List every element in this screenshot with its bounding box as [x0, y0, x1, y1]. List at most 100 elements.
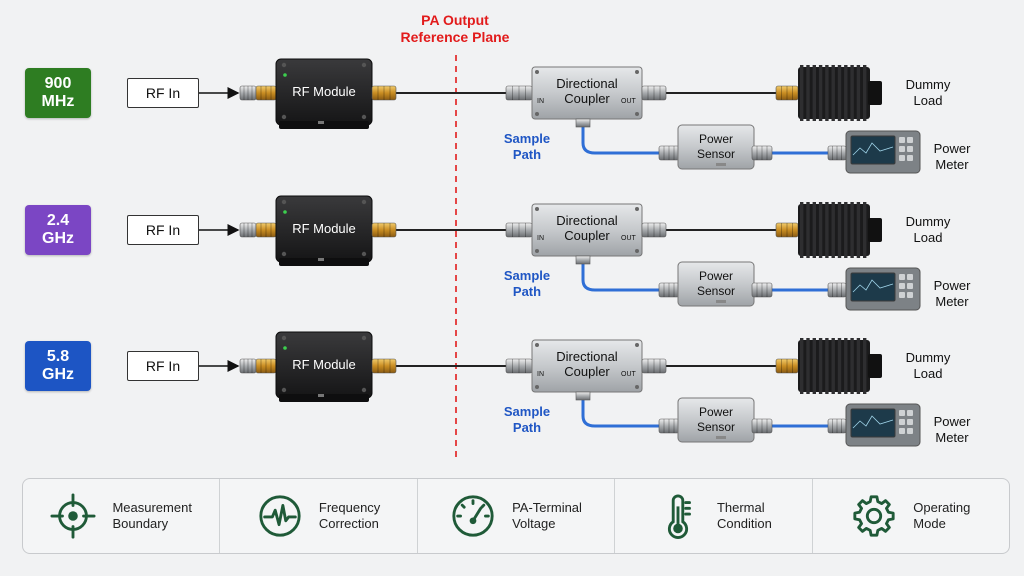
coupler-in-label: IN: [537, 235, 544, 243]
legend-label: Thermal Condition: [717, 500, 772, 532]
heatsink-fin: [863, 338, 867, 394]
coupler-in-text: IN: [537, 98, 544, 105]
rf-module-led: [283, 346, 287, 350]
rf-module-screw: [361, 62, 367, 68]
coupler-screw: [535, 112, 539, 116]
dummy-load-endcap: [868, 81, 882, 105]
coupler-output-connector: [641, 85, 667, 101]
dummy-load-line1: Dummy: [905, 350, 951, 365]
coupler-input-connector: [505, 222, 533, 238]
legend-label-line2: Boundary: [112, 516, 169, 531]
sample-cable: [581, 262, 659, 292]
coupler-screw: [635, 70, 639, 74]
heatsink-fin: [856, 65, 861, 121]
power-meter-button: [899, 419, 905, 425]
connector-body: [751, 145, 773, 161]
rf-module-input-connector: [239, 85, 257, 101]
heatsink-fin: [837, 202, 842, 258]
gauge-icon: [452, 495, 494, 537]
rf-module-vent: [318, 258, 324, 261]
coupler-label-line1: Directional: [556, 76, 618, 91]
sensor-input-connector: [658, 418, 680, 434]
legend-label-line1: Frequency: [318, 500, 381, 515]
measurement-row: [194, 195, 921, 311]
power-meter-button: [907, 410, 913, 416]
rf-in-box: RF In: [127, 78, 199, 108]
connector-body: [371, 358, 397, 374]
legend-label: Operating Mode: [913, 500, 970, 532]
rf-module-base: [279, 121, 369, 129]
coupler-input-connector: [505, 358, 533, 374]
sample-path-line2: Path: [512, 147, 542, 162]
dummy-load-connector: [775, 222, 799, 238]
rf-module-led: [283, 210, 287, 214]
power-meter-button: [899, 155, 905, 161]
power-meter-button: [899, 292, 905, 298]
coupler-label-line1: Directional: [556, 213, 618, 228]
heatsink-fin: [806, 338, 810, 394]
coupler-screw: [635, 112, 639, 116]
coupler-label-line2: Coupler: [564, 91, 610, 106]
legend-label-line1: Operating: [913, 500, 971, 515]
coupler-sample-port: [575, 391, 591, 401]
coupler-sample-port: [575, 255, 591, 265]
frequency-value: 5.8: [46, 348, 70, 365]
legend-label-line2: Voltage: [512, 516, 556, 531]
frequency-unit: GHz: [42, 366, 74, 383]
power-meter-line2: Meter: [935, 294, 969, 309]
coupler-in-label: IN: [537, 98, 544, 106]
heatsink-fin: [844, 202, 848, 258]
rf-module-base: [279, 258, 369, 266]
heatsink-fin: [812, 65, 816, 121]
frequency-value: 900: [44, 75, 72, 92]
rf-module-screw: [281, 251, 287, 257]
coupler-out-label: OUT: [621, 371, 636, 379]
heatsink-fin: [818, 65, 823, 121]
heatsink-fin: [850, 202, 854, 258]
rf-module-label: RF Module: [276, 84, 372, 99]
rf-module-output-connector: [371, 222, 397, 238]
heatsink-fin: [806, 65, 810, 121]
rf-module-screw: [361, 199, 367, 205]
power-meter-button: [899, 410, 905, 416]
heatsink-fin: [800, 338, 804, 394]
coupler-out-label: OUT: [621, 235, 636, 243]
connector-body: [641, 222, 667, 238]
legend-item-pa-terminal-voltage: PA-Terminal Voltage: [418, 479, 616, 553]
heatsink-fin: [850, 65, 854, 121]
heatsink-fin: [800, 65, 804, 121]
rf-module-output-connector: [371, 85, 397, 101]
legend-label: Measurement Boundary: [112, 500, 191, 532]
power-meter-line1: Power: [933, 141, 971, 156]
power-meter-button: [907, 137, 913, 143]
legend-label: PA-Terminal Voltage: [512, 500, 582, 532]
sensor-output-connector: [751, 418, 773, 434]
heatsink-fin: [812, 338, 816, 394]
coupler-out-label: OUT: [621, 98, 636, 106]
rf-in-box: RF In: [127, 215, 199, 245]
dummy-load-endcap: [868, 218, 882, 242]
frequency-value: 2.4: [46, 212, 70, 229]
coupler-sample-port: [575, 118, 591, 128]
coupler-in-text: IN: [537, 235, 544, 242]
power-meter-line2: Meter: [935, 157, 969, 172]
power-meter-button: [907, 292, 913, 298]
sensor-vent: [716, 300, 726, 303]
rf-module-input-connector-gold: [255, 85, 277, 101]
power-meter-button: [899, 137, 905, 143]
coupler-out-text: OUT: [621, 235, 636, 242]
heatsink-fin: [837, 338, 842, 394]
heatsink-fin: [818, 338, 823, 394]
rf-module-screw: [361, 114, 367, 120]
meter-input-connector: [827, 418, 847, 434]
heatsink-fin: [825, 65, 829, 121]
meter-trace: [852, 279, 894, 293]
rf-module-input-connector: [239, 358, 257, 374]
frequency-unit: MHz: [41, 93, 75, 110]
